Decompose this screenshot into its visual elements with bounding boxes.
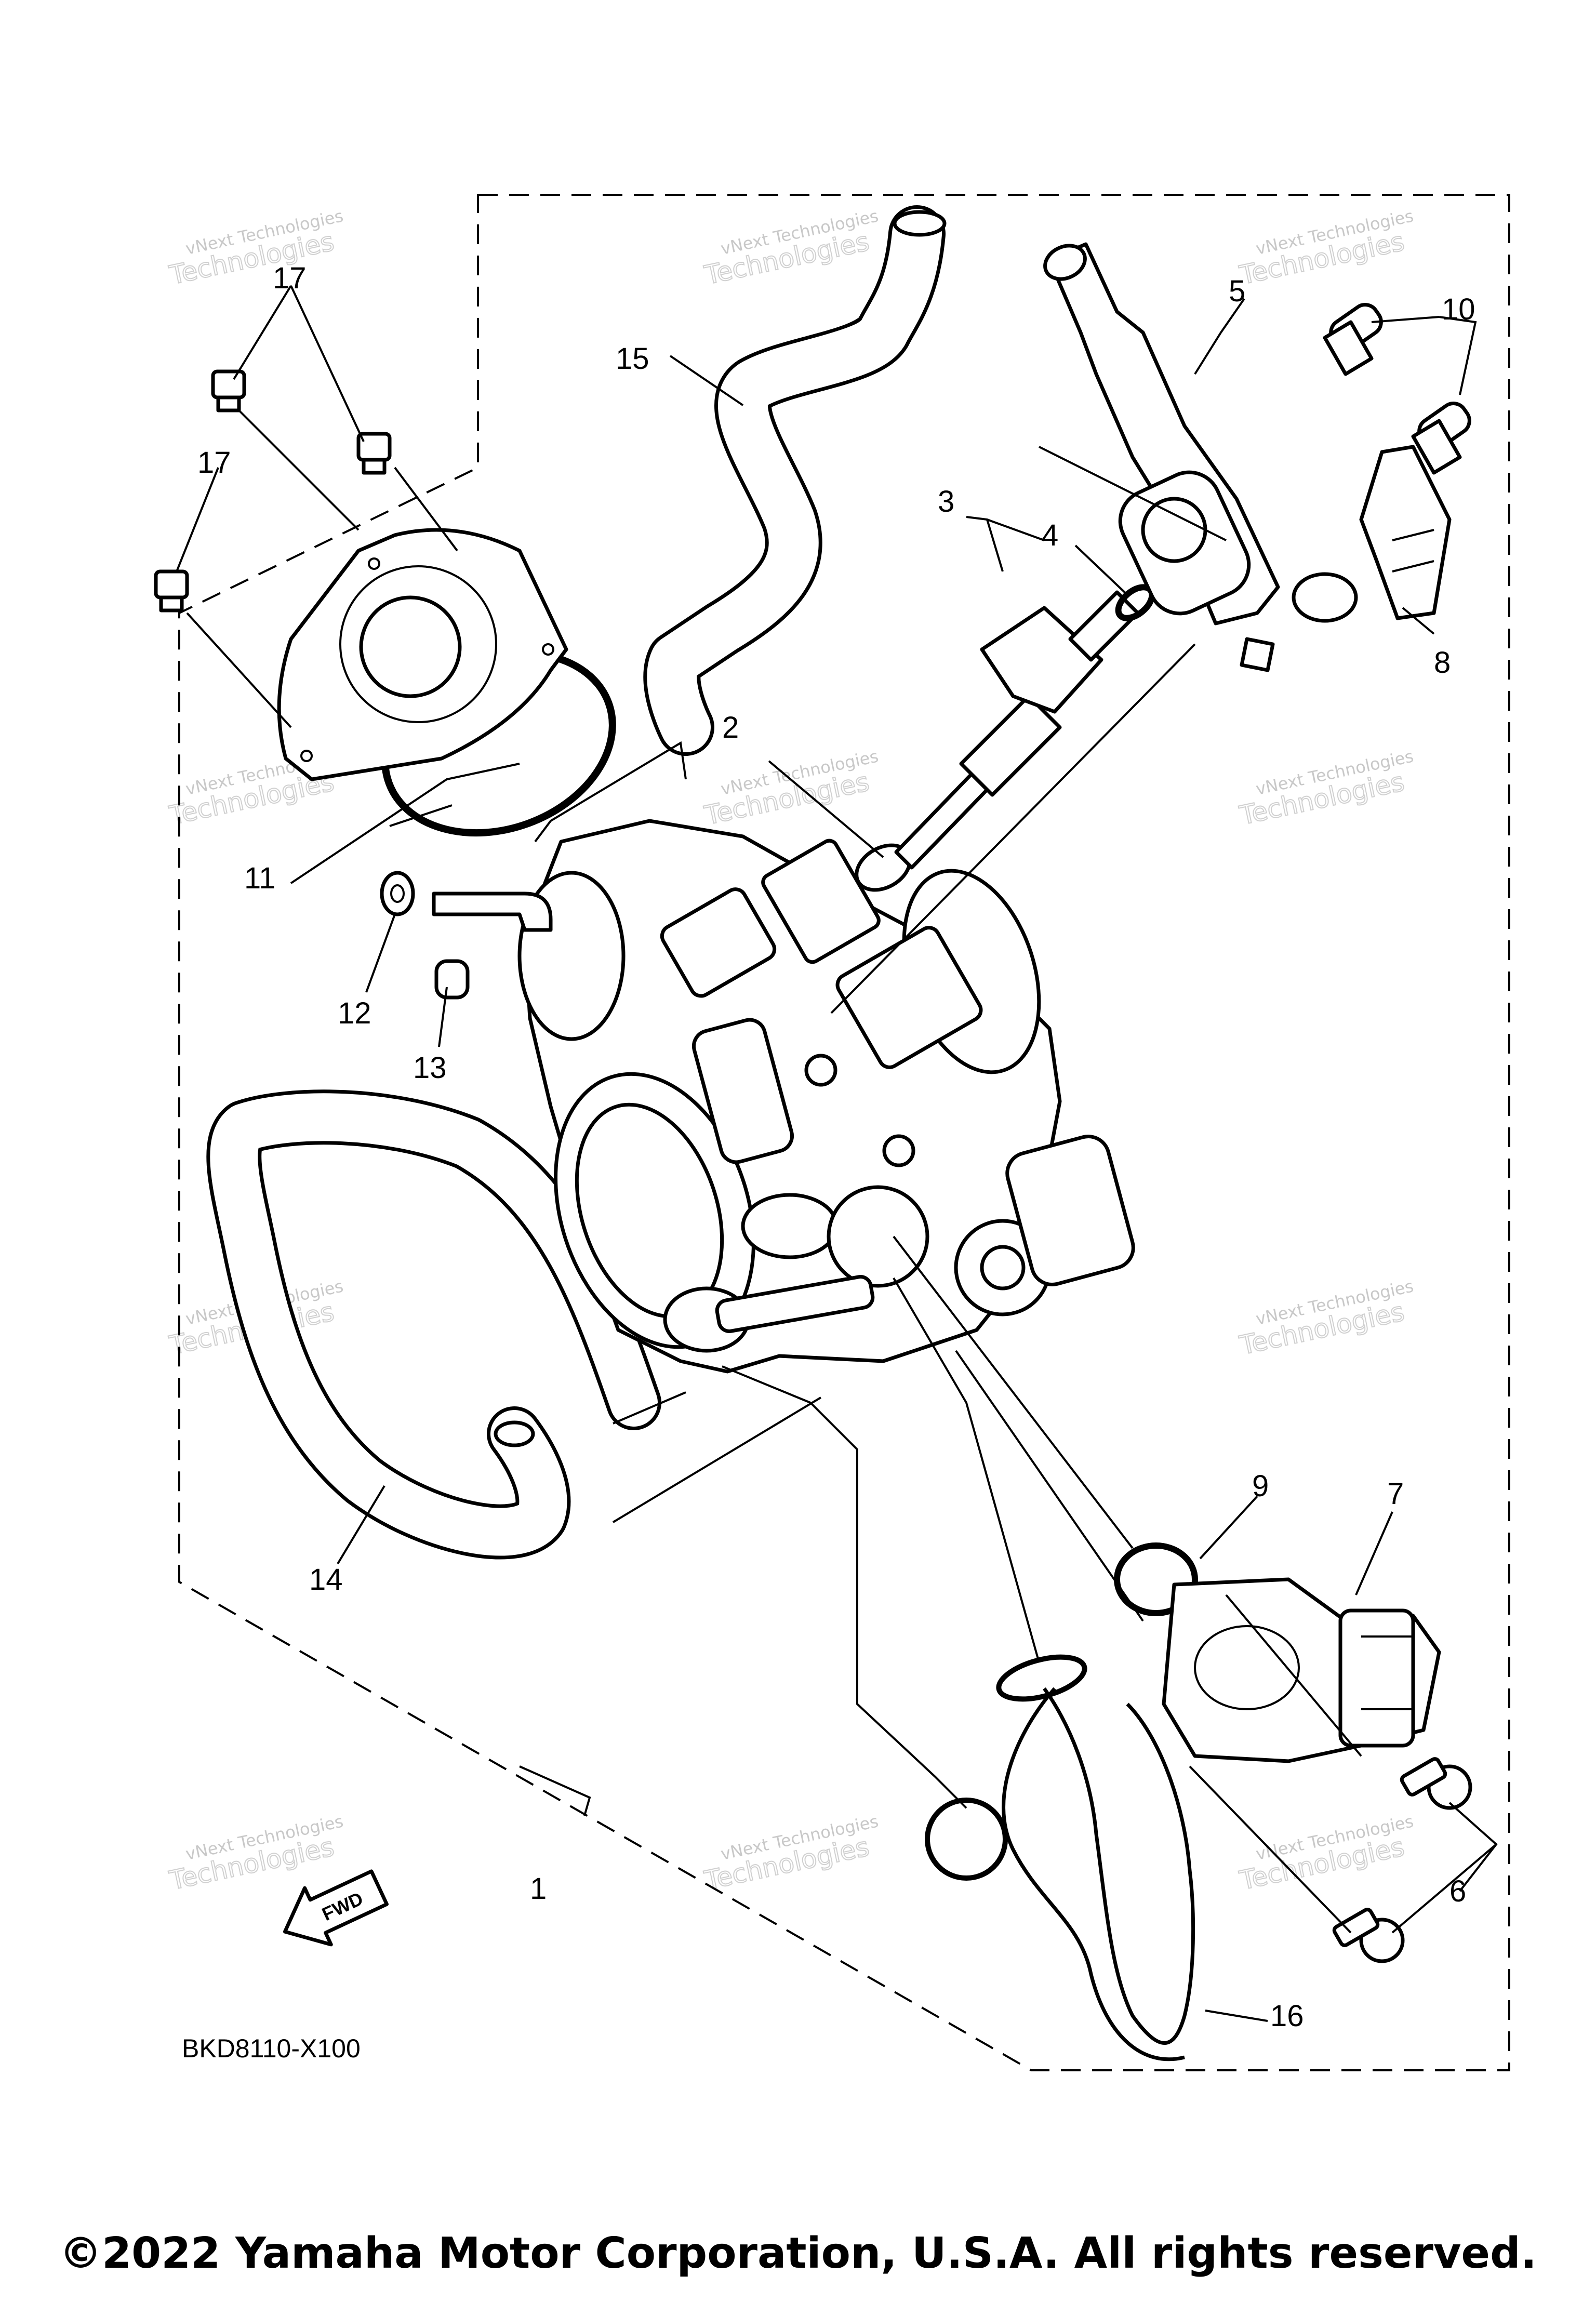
hose-clip-lower [925,1798,1008,1881]
throttle-body [517,819,1135,1374]
fwd-arrow-icon: FWD [283,1869,389,1947]
callouts: 1 2 3 4 5 6 7 8 9 10 11 12 13 14 15 16 1… [197,261,1475,2033]
watermark: vNext Technologies Technologies [1236,1276,1415,1361]
cover-plate [277,528,568,781]
hose-16 [1002,1687,1195,2061]
screw-17c [154,569,189,613]
callout-10: 10 [1442,292,1475,326]
watermark: vNext Technologies Technologies [1236,206,1415,291]
diagram-code: BKD8110-X100 [182,2034,361,2063]
watermark: vNext Technologies Technologies [166,206,345,291]
hose-fitting [432,892,553,932]
callout-2: 2 [722,711,739,744]
callout-7: 7 [1387,1477,1404,1511]
screw-10b [1411,402,1471,475]
callout-13: 13 [413,1051,447,1085]
hose-15 [643,205,947,756]
screw-17a [211,369,246,413]
callout-9: 9 [1252,1469,1269,1503]
callout-8: 8 [1434,646,1451,680]
screw-10a [1323,303,1383,376]
callout-1: 1 [530,1872,547,1906]
callout-5: 5 [1229,274,1245,308]
bracket-8 [1359,445,1452,620]
hose-clip-upper [996,1654,1087,1702]
callout-16: 16 [1270,1999,1304,2033]
watermark: vNext Technologies Technologies [701,746,880,831]
callout-17a: 17 [273,261,307,295]
screw-6b [1332,1908,1405,1963]
fuel-rail-5 [1043,242,1358,672]
callout-15: 15 [616,342,649,376]
cap-13 [434,959,470,1000]
o-ring-9 [1114,1542,1198,1616]
leader-lines [176,285,1498,2022]
nut-12 [380,871,415,916]
callout-3: 3 [938,485,954,518]
callout-12: 12 [338,996,371,1030]
callout-14: 14 [309,1563,343,1596]
copyright-notice: ©2022 Yamaha Motor Corporation, U.S.A. A… [59,2229,1537,2278]
watermark: vNext Technologies Technologies [1236,1811,1415,1896]
assembly-boundary [178,194,1510,2071]
injector-3 [894,590,1140,870]
watermark: vNext Technologies Technologies [1236,746,1415,831]
watermark: vNext Technologies Technologies [701,1811,880,1896]
hose-14 [206,1089,661,1560]
watermark: vNext Technologies Technologies [701,206,880,291]
callout-17b: 17 [197,446,231,480]
callout-4: 4 [1042,518,1058,552]
watermark: vNext Technologies Technologies [166,1811,345,1896]
callout-11: 11 [244,861,275,895]
sensor-7 [1162,1577,1441,1763]
screw-6a [1400,1757,1472,1810]
screw-17b [356,432,392,475]
callout-6: 6 [1449,1874,1466,1908]
